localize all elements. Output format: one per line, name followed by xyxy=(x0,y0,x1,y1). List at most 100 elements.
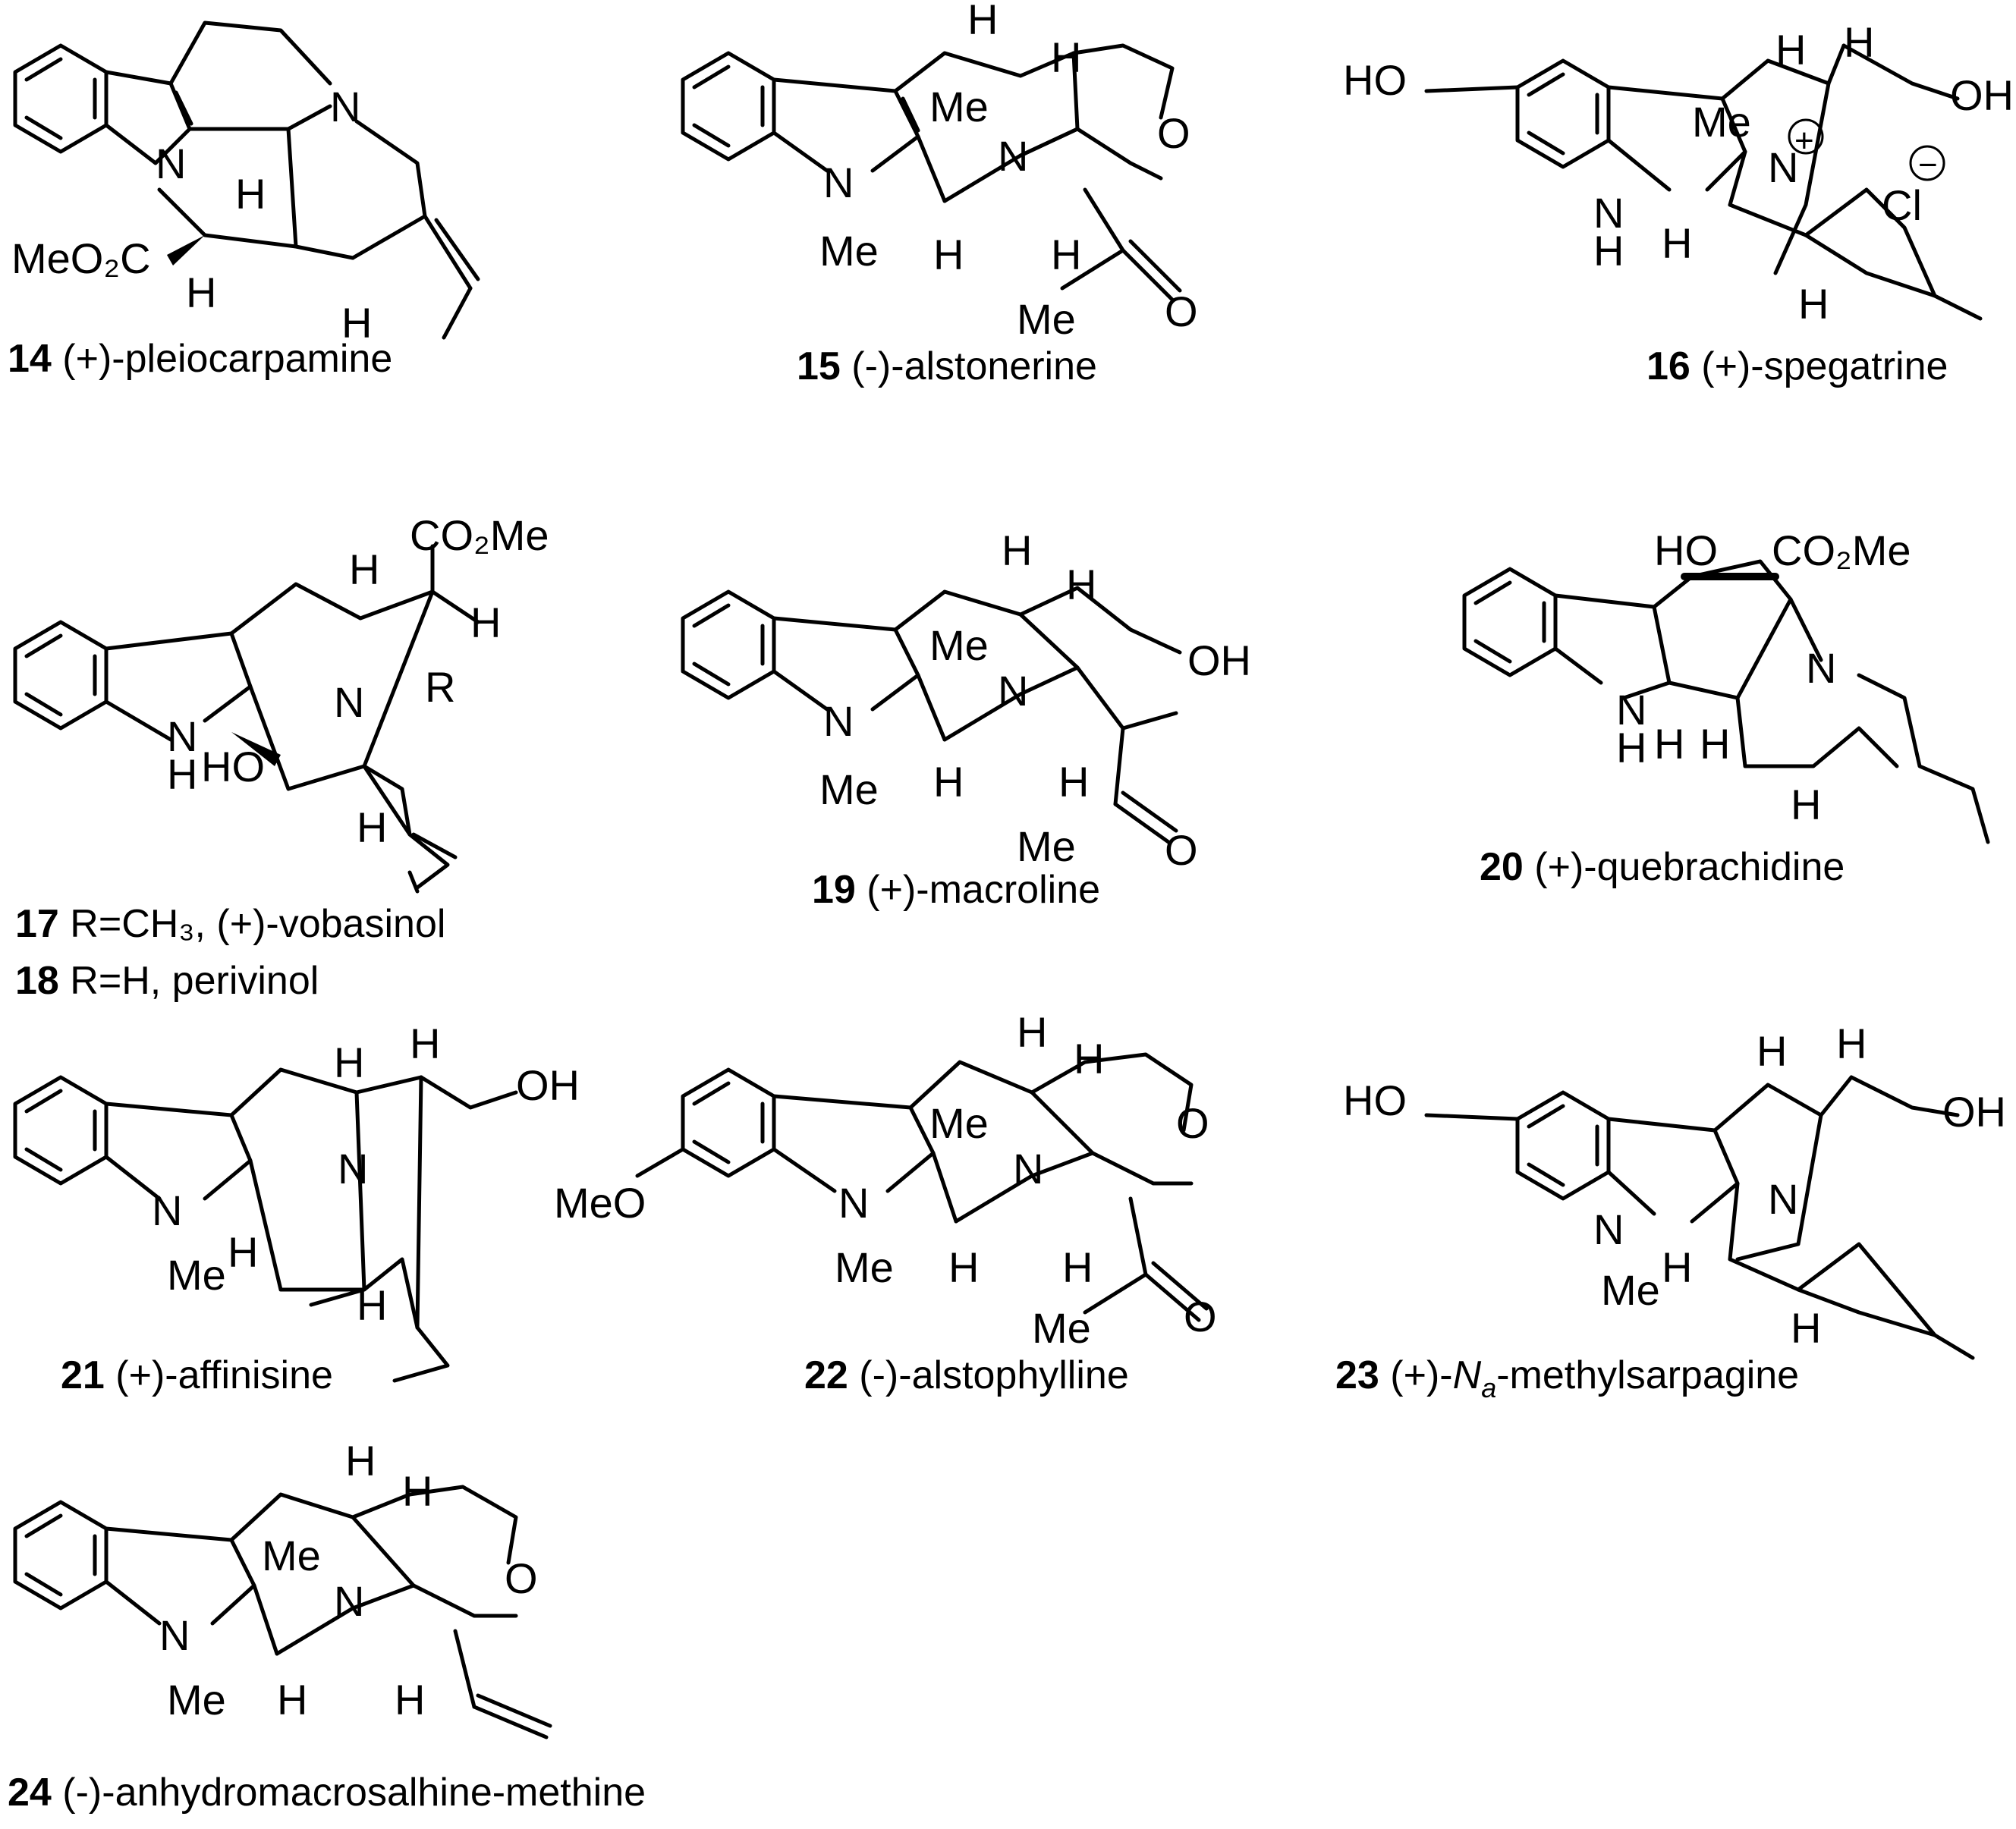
20-atom-h1: H xyxy=(1654,720,1684,768)
16-atom-cl: Cl xyxy=(1882,181,1922,229)
20-atom-h-nh: H xyxy=(1616,724,1646,772)
14-atom-h3: H xyxy=(341,299,372,347)
14-atom-n2: N xyxy=(330,83,360,130)
structure-15: Me N H H O N Me H H Me O 15 (-)-alstoner… xyxy=(681,0,1198,388)
15-atom-h3: H xyxy=(933,231,964,278)
24-atom-h3: H xyxy=(277,1676,307,1724)
15-atom-h2: H xyxy=(1051,33,1081,81)
20-atom-h3: H xyxy=(1791,781,1821,828)
22-atom-h2: H xyxy=(1074,1035,1104,1083)
24-atom-me-n: Me xyxy=(262,1532,321,1579)
23-atom-h3: H xyxy=(1662,1243,1692,1291)
structure-21: H H OH N N Me H H 21 (+)-affinisine xyxy=(13,1020,580,1397)
structure-14: N N H H H MeO₂C 14 (+)-pleiocarpamine xyxy=(8,20,480,381)
19-atom-oh: OH xyxy=(1187,636,1251,684)
21-atom-oh: OH xyxy=(516,1061,580,1109)
15-atom-n1: N xyxy=(998,132,1028,180)
19-atom-h1: H xyxy=(1002,526,1032,574)
20-atom-ho: HO xyxy=(1654,526,1718,574)
22-atom-h1: H xyxy=(1017,1008,1047,1056)
19-atom-n2: N xyxy=(823,697,854,745)
24-caption: 24 (-)-anhydromacrosalhine-methine xyxy=(8,1771,646,1815)
22-caption: 22 (-)-alstophylline xyxy=(804,1353,1129,1397)
15-atom-me2: Me xyxy=(819,227,879,275)
24-atom-n2: N xyxy=(159,1611,190,1659)
14-atom-h2: H xyxy=(186,269,216,316)
22-atom-o1: O xyxy=(1176,1099,1209,1147)
22-atom-h4: H xyxy=(1062,1243,1093,1291)
15-atom-me-n: Me xyxy=(929,83,989,130)
19-atom-h3: H xyxy=(933,758,964,806)
17-atom-h3: H xyxy=(357,803,387,851)
21-atom-h1: H xyxy=(334,1039,364,1086)
23-atom-n1: N xyxy=(1768,1175,1798,1223)
structure-20: HO CO₂Me N N H H H H 20 (+)-quebrachidin… xyxy=(1462,526,1990,889)
19-atom-h2: H xyxy=(1066,561,1096,608)
17-atom-n1: N xyxy=(334,678,364,726)
18-caption: 18 R=H, perivinol xyxy=(15,959,319,1003)
15-atom-h4: H xyxy=(1051,231,1081,278)
15-atom-o2: O xyxy=(1165,288,1198,335)
16-caption: 16 (+)-spegatrine xyxy=(1646,344,1948,388)
20-atom-co2me: CO₂Me xyxy=(1772,526,1911,574)
21-atom-h2: H xyxy=(410,1020,440,1067)
22-atom-me-n: Me xyxy=(929,1099,989,1147)
16-atom-h3: H xyxy=(1662,219,1692,267)
structure-24: H H Me N O N Me H H 24 (-)-anhydromacros… xyxy=(8,1437,646,1815)
17-atom-h-nh: H xyxy=(167,750,197,798)
17-atom-r: R xyxy=(425,663,455,711)
16-atom-h-nh: H xyxy=(1593,227,1624,275)
24-atom-h2: H xyxy=(402,1467,432,1515)
23-atom-h2: H xyxy=(1836,1020,1867,1067)
22-atom-h3: H xyxy=(948,1243,979,1291)
21-atom-h3: H xyxy=(228,1228,258,1276)
15-atom-o1: O xyxy=(1157,109,1190,157)
16-atom-minus: − xyxy=(1918,146,1938,184)
15-atom-me3: Me xyxy=(1017,295,1076,343)
22-atom-n1: N xyxy=(1013,1145,1043,1193)
14-atom-ester: MeO₂C xyxy=(11,234,151,282)
15-atom-h1: H xyxy=(967,0,998,43)
23-atom-ho: HO xyxy=(1343,1076,1407,1124)
structure-17: CO₂Me H H N R N H HO H 17 R=CH₃, (+)-vob… xyxy=(13,511,549,1003)
24-atom-h4: H xyxy=(395,1676,425,1724)
structure-19: Me N H H OH N Me H H Me O 19 (+)-macroli… xyxy=(681,526,1251,912)
23-atom-me: Me xyxy=(1601,1266,1660,1314)
17-atom-nh: N xyxy=(167,712,197,760)
structure-23: HO H H OH N N Me H H 23 (+)-Na-methylsar… xyxy=(1335,1020,2006,1403)
24-atom-o1: O xyxy=(505,1554,538,1602)
14-caption: 14 (+)-pleiocarpamine xyxy=(8,337,392,381)
22-atom-me2: Me xyxy=(835,1243,894,1291)
24-atom-me2: Me xyxy=(167,1676,226,1724)
23-caption: 23 (+)-Na-methylsarpagine xyxy=(1335,1353,1799,1403)
23-atom-h4: H xyxy=(1791,1304,1821,1352)
14-atom-h1: H xyxy=(235,170,266,218)
15-atom-n2: N xyxy=(823,159,854,206)
16-atom-plus: + xyxy=(1794,122,1814,159)
structure-16: HO H H OH Me N + − Cl N H H H 16 (+)-spe… xyxy=(1343,18,2014,388)
17-atom-h1: H xyxy=(349,545,379,593)
14-atom-n1: N xyxy=(156,140,186,187)
21-atom-n1: N xyxy=(338,1145,368,1193)
20-caption: 20 (+)-quebrachidine xyxy=(1480,845,1845,889)
24-atom-h1: H xyxy=(345,1437,376,1485)
20-atom-h2: H xyxy=(1700,720,1730,768)
20-atom-nh: N xyxy=(1616,686,1646,734)
16-atom-h2: H xyxy=(1844,18,1874,66)
23-atom-h1: H xyxy=(1757,1027,1787,1075)
22-atom-n2: N xyxy=(838,1179,869,1227)
structure-22: H H O Me N MeO N Me H H Me O 22 (-)-alst… xyxy=(554,1008,1217,1397)
21-atom-me: Me xyxy=(167,1251,226,1299)
19-atom-me-n: Me xyxy=(929,621,989,669)
17-atom-co2me: CO₂Me xyxy=(410,511,549,559)
16-atom-h4: H xyxy=(1798,280,1829,328)
19-atom-h4: H xyxy=(1058,758,1089,806)
20-atom-n1: N xyxy=(1806,644,1836,692)
16-atom-ho: HO xyxy=(1343,56,1407,104)
24-atom-n1: N xyxy=(334,1577,364,1625)
17-atom-ho: HO xyxy=(201,743,265,790)
16-atom-nh: N xyxy=(1593,189,1624,237)
22-atom-o2: O xyxy=(1184,1293,1217,1340)
